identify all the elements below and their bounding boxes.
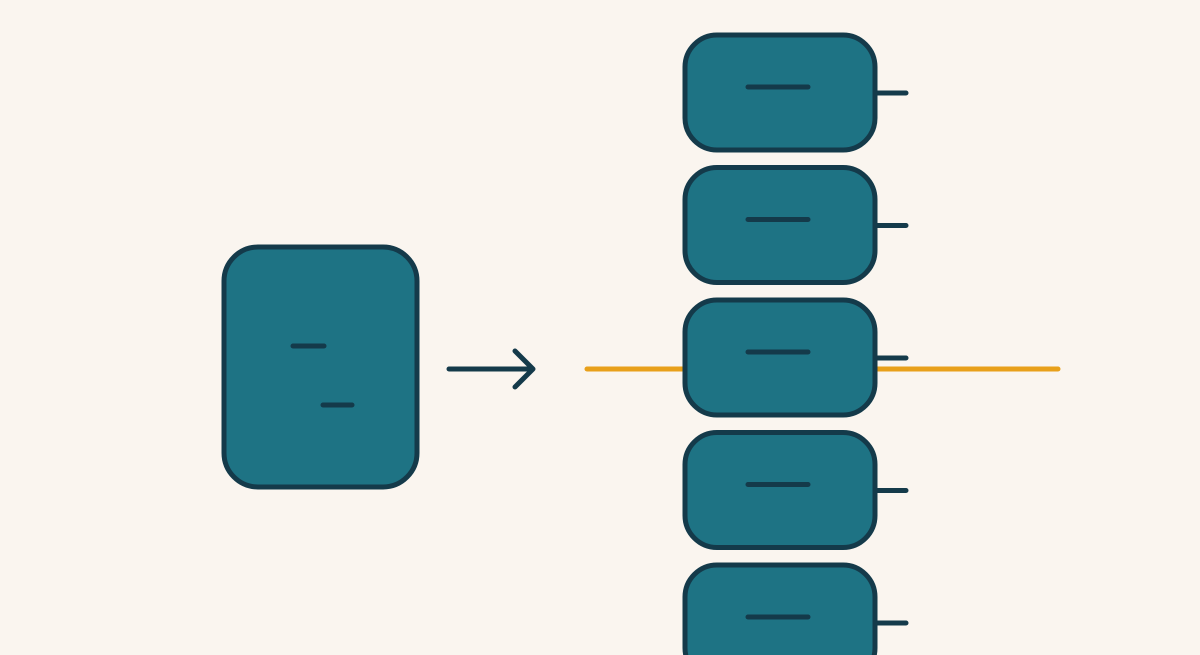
small-block-icon [682,32,878,153]
source-block [221,244,420,490]
stack-block-4 [682,430,909,550]
small-block-icon [682,430,878,550]
target-stack [682,32,909,655]
stack-block-5 [682,562,909,655]
small-block-icon [682,562,878,655]
arrow-right-icon [446,348,536,390]
arrow-head [512,348,536,390]
stack-block-3 [682,297,909,418]
large-block-icon [221,244,420,490]
stack-block-1 [682,32,909,153]
small-block-icon [682,297,878,418]
small-block-icon [682,165,878,285]
stack-block-2 [682,165,909,285]
